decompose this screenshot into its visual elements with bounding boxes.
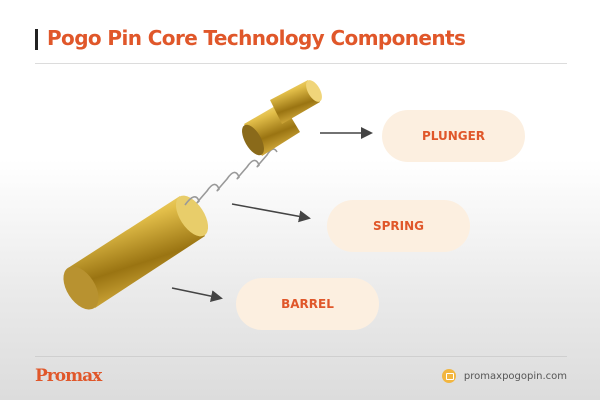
spring-arrow [231, 203, 311, 223]
barrel-label: BARREL [236, 278, 379, 330]
title-accent-bar [35, 29, 38, 50]
footer-divider [35, 356, 567, 357]
website[interactable]: promaxpogopin.com [441, 369, 567, 383]
barrel-arrow [171, 287, 223, 303]
page-title: Pogo Pin Core Technology Components [47, 26, 466, 50]
website-text[interactable]: promaxpogopin.com [463, 370, 567, 382]
spring-label: SPRING [327, 200, 470, 252]
spring-part [184, 148, 278, 206]
plunger-label: PLUNGER [382, 110, 525, 162]
web-icon [441, 369, 456, 383]
header-divider [35, 63, 567, 64]
barrel-part [63, 195, 209, 310]
promax-logo: Promax [35, 366, 102, 386]
plunger-part [242, 80, 322, 156]
